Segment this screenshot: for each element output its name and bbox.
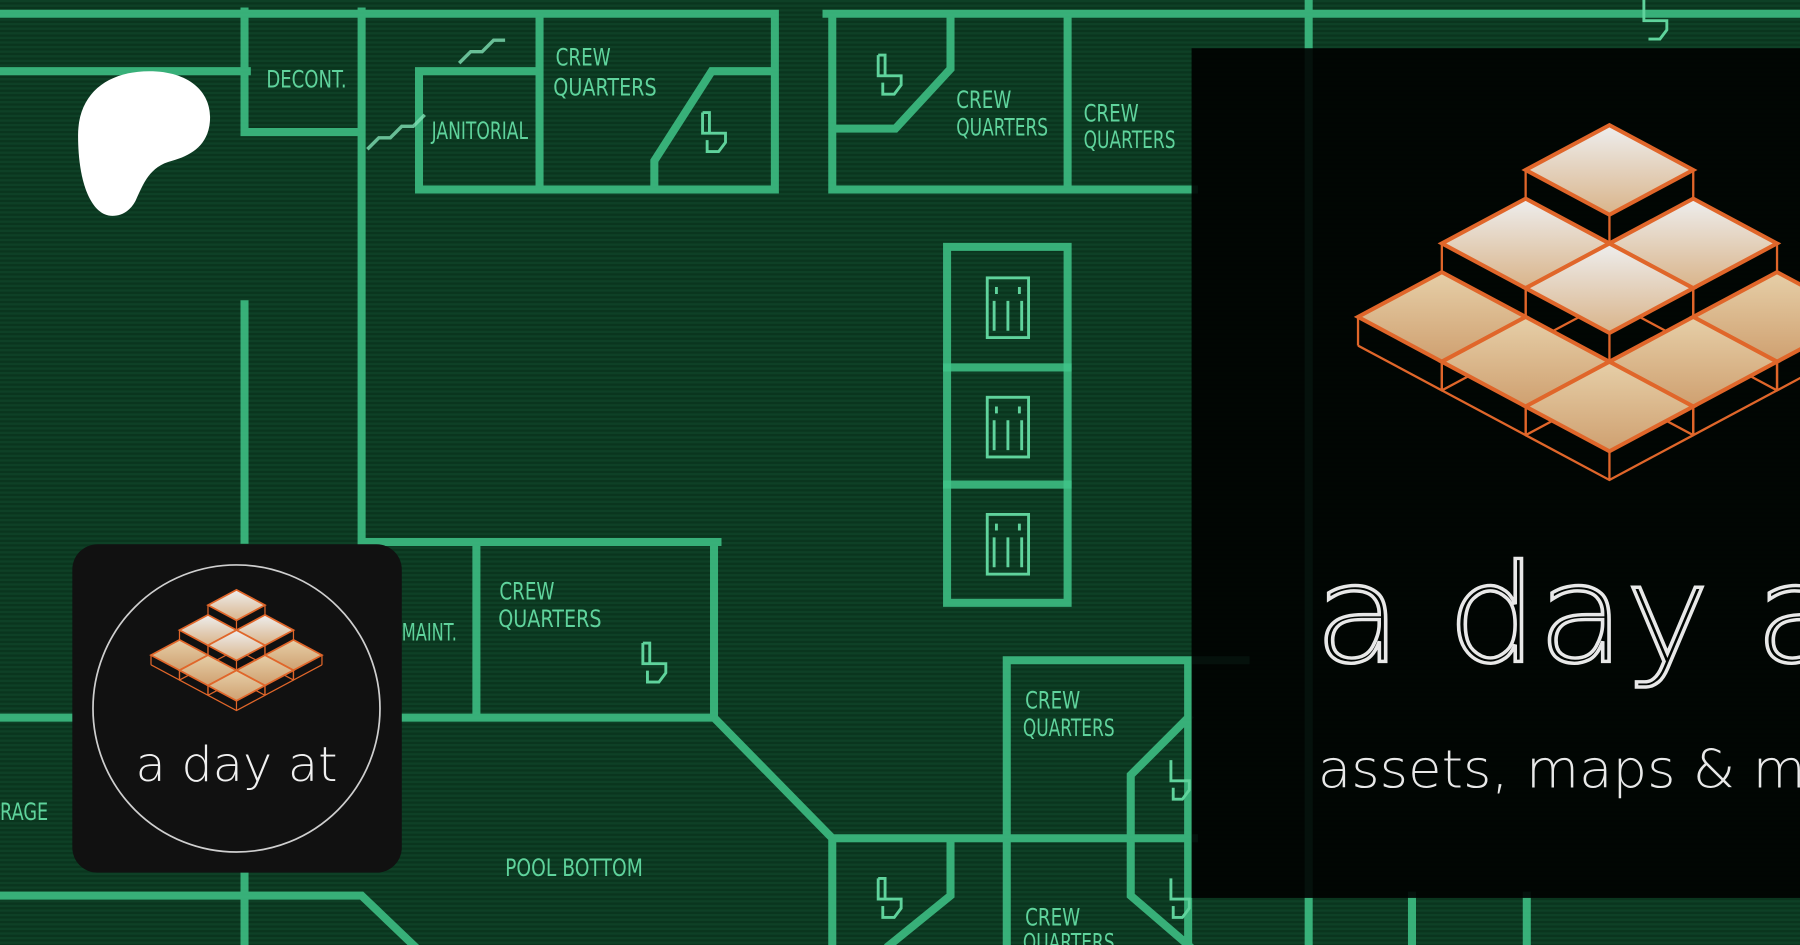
elevator-icon	[985, 512, 1031, 576]
room-label-decont: DECONT.	[266, 65, 346, 93]
tile	[1521, 241, 1698, 336]
room-label-quarters: QUARTERS	[956, 113, 1048, 141]
room-label-maint: MAINT.	[402, 619, 457, 647]
room-label-quarters: QUARTERS	[498, 605, 601, 633]
room-label-crew: CREW	[499, 577, 554, 605]
room-label-storage: RAGE	[0, 798, 48, 826]
avatar-title: a day at	[135, 737, 337, 793]
elevator-icon	[985, 395, 1031, 459]
room-label-crew: CREW	[1025, 686, 1080, 714]
tile	[206, 629, 267, 662]
room-label-crew: CREW	[1084, 100, 1139, 128]
tile	[1521, 122, 1698, 217]
cube-logo-large	[1353, 122, 1800, 482]
room-label-quarters: QUARTERS	[1023, 714, 1115, 742]
room-label-janitorial: JANITORIAL	[430, 117, 528, 145]
room-label-quarters: QUARTERS	[553, 73, 656, 101]
tile	[206, 669, 267, 702]
patreon-logo-icon	[78, 71, 211, 216]
tile-frame	[207, 685, 266, 712]
room-label-crew: CREW	[1025, 903, 1080, 931]
room-label-quarters: QUARTERS	[1084, 126, 1176, 154]
room-label-quarters: QUARTERS	[1023, 929, 1115, 945]
cube-logo-small	[149, 588, 324, 712]
tile	[206, 588, 267, 622]
toilet-icons	[641, 0, 1669, 919]
elevator-icon	[985, 276, 1031, 340]
avatar[interactable]: a day at	[72, 544, 402, 873]
room-label-pool-bottom: POOL BOTTOM	[505, 854, 643, 882]
room-label-crew: CREW	[556, 43, 611, 71]
tile-frame	[1524, 406, 1695, 482]
banner-overlay: a day a assets, maps & m	[1191, 48, 1800, 898]
room-label-crew: CREW	[956, 86, 1011, 114]
banner-title: a day a	[1314, 535, 1800, 693]
tile	[1521, 359, 1698, 454]
elevator-block	[943, 242, 1072, 607]
banner-subtitle: assets, maps & m	[1318, 740, 1800, 801]
